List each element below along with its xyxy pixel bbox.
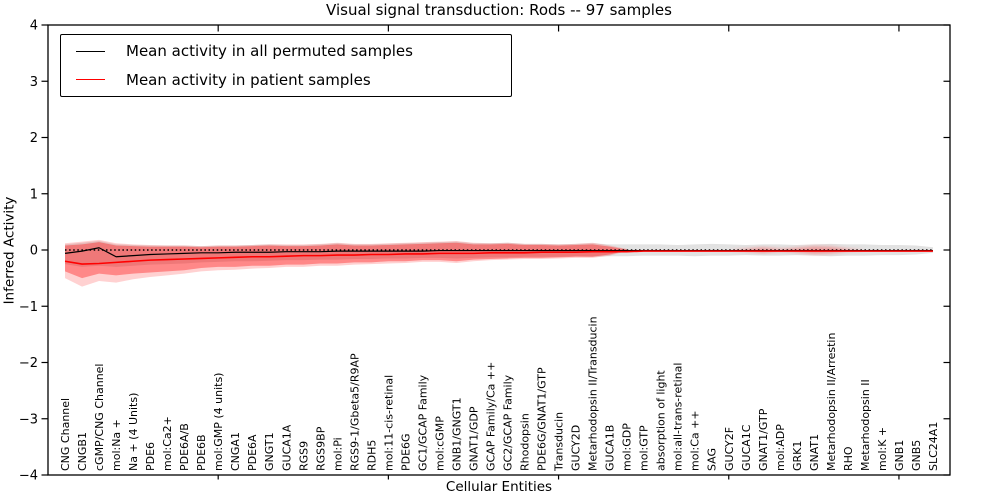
legend-label-patient: Mean activity in patient samples <box>126 70 371 89</box>
x-category-label: Transducin <box>553 412 566 472</box>
x-category-label: mol:11-cis-retinal <box>382 375 395 471</box>
x-category-label: GRK1 <box>791 441 804 471</box>
x-category-label: GUCA1B <box>604 425 617 471</box>
x-category-label: SLC24A1 <box>927 422 940 471</box>
x-axis-label: Cellular Entities <box>445 479 553 495</box>
x-category-label: mol:GTP <box>638 425 651 471</box>
y-tick-label: 0 <box>30 244 38 259</box>
y-tick-label: −4 <box>19 469 38 484</box>
x-category-label: GUCY2D <box>570 425 583 471</box>
y-tick-label: 4 <box>30 19 38 34</box>
x-category-label: CNGA1 <box>229 432 242 471</box>
x-category-label: PDE6A <box>246 434 259 471</box>
x-category-label: GUCA1A <box>280 424 293 471</box>
x-category-label: mol:GDP <box>621 423 634 471</box>
x-category-label: mol:Ca2+ <box>161 416 174 471</box>
x-category-label: mol:GMP (4 units) <box>212 373 225 471</box>
patient-line-sample-icon <box>76 79 105 81</box>
legend-label-permuted: Mean activity in all permuted samples <box>126 42 413 61</box>
x-category-label: GUCY2F <box>723 427 736 471</box>
x-category-label: GNAT1/GDP <box>467 406 480 471</box>
y-tick-label: −1 <box>19 300 38 315</box>
x-category-label: Metarhodopsin II <box>859 379 872 471</box>
x-category-label: RHO <box>842 446 855 471</box>
x-category-label: mol:ADP <box>774 424 787 471</box>
y-tick-label: 2 <box>30 131 38 146</box>
x-category-label: Na + (4 Units) <box>127 393 140 471</box>
x-category-label: mol:all-trans-retinal <box>672 363 685 471</box>
x-category-label: mol:Pi <box>331 437 344 471</box>
x-category-label: Rhodopsin <box>519 413 532 471</box>
chart-title: Visual signal transduction: Rods -- 97 s… <box>326 1 672 19</box>
x-category-label: PDE6B <box>195 434 208 471</box>
x-category-label: RGS9 <box>297 441 310 471</box>
x-category-label: GNB1 <box>893 440 906 471</box>
x-category-label: RDH5 <box>365 440 378 471</box>
x-category-label: GNGT1 <box>263 432 276 471</box>
x-category-label: GCAP Family/Ca ++ <box>484 362 497 471</box>
x-category-label: RGS9BP <box>314 426 327 471</box>
legend-entry-patient: Mean activity in patient samples <box>61 67 511 93</box>
x-category-label: absorption of light <box>655 370 668 471</box>
x-category-label: mol:Ca ++ <box>689 410 702 471</box>
x-category-label: Metarhodopsin II/Transducin <box>587 316 600 471</box>
y-tick-label: −2 <box>19 356 38 371</box>
y-tick-label: −3 <box>19 412 38 427</box>
y-axis-label: Inferred Activity <box>1 196 18 305</box>
y-tick-label: 1 <box>30 187 38 202</box>
patient-range-outer-band <box>65 239 627 287</box>
x-category-label: CNG Channel <box>59 398 72 471</box>
x-category-label: GC1/GCAP Family <box>416 374 429 471</box>
x-category-label: GNB1/GNGT1 <box>450 397 463 471</box>
y-tick-label: 3 <box>30 75 38 90</box>
x-category-label: SAG <box>706 448 719 471</box>
x-category-label: GNB5 <box>910 440 923 471</box>
x-category-label: CNGB1 <box>76 432 89 471</box>
x-category-label: mol:K + <box>876 427 889 471</box>
x-category-label: PDE6G/GNAT1/GTP <box>536 367 549 471</box>
x-category-label: cGMP/CNG Channel <box>93 364 106 472</box>
x-category-label: mol:cGMP <box>433 416 446 471</box>
x-category-label: GNAT1 <box>808 434 821 471</box>
patient-mean-line <box>64 250 933 265</box>
legend-entry-permuted: Mean activity in all permuted samples <box>61 38 511 64</box>
x-category-label: PDE6 <box>144 442 157 471</box>
x-category-label: PDE6G <box>399 433 412 471</box>
x-category-label: GUCA1C <box>740 424 753 471</box>
x-category-label: GNAT1/GTP <box>757 408 770 471</box>
x-category-label: mol:Na + <box>110 419 123 471</box>
x-category-label: RGS9-1/Gbeta5/R9AP <box>348 353 361 471</box>
x-category-label: GC2/GCAP Family <box>502 374 515 471</box>
permuted-sample-range-band <box>65 241 933 267</box>
x-category-label: PDE6A/B <box>178 423 191 471</box>
permuted-line-sample-icon <box>76 50 105 52</box>
x-category-label: Metarhodopsin II/Arrestin <box>825 333 838 471</box>
legend-box: Mean activity in all permuted samples Me… <box>60 34 512 97</box>
